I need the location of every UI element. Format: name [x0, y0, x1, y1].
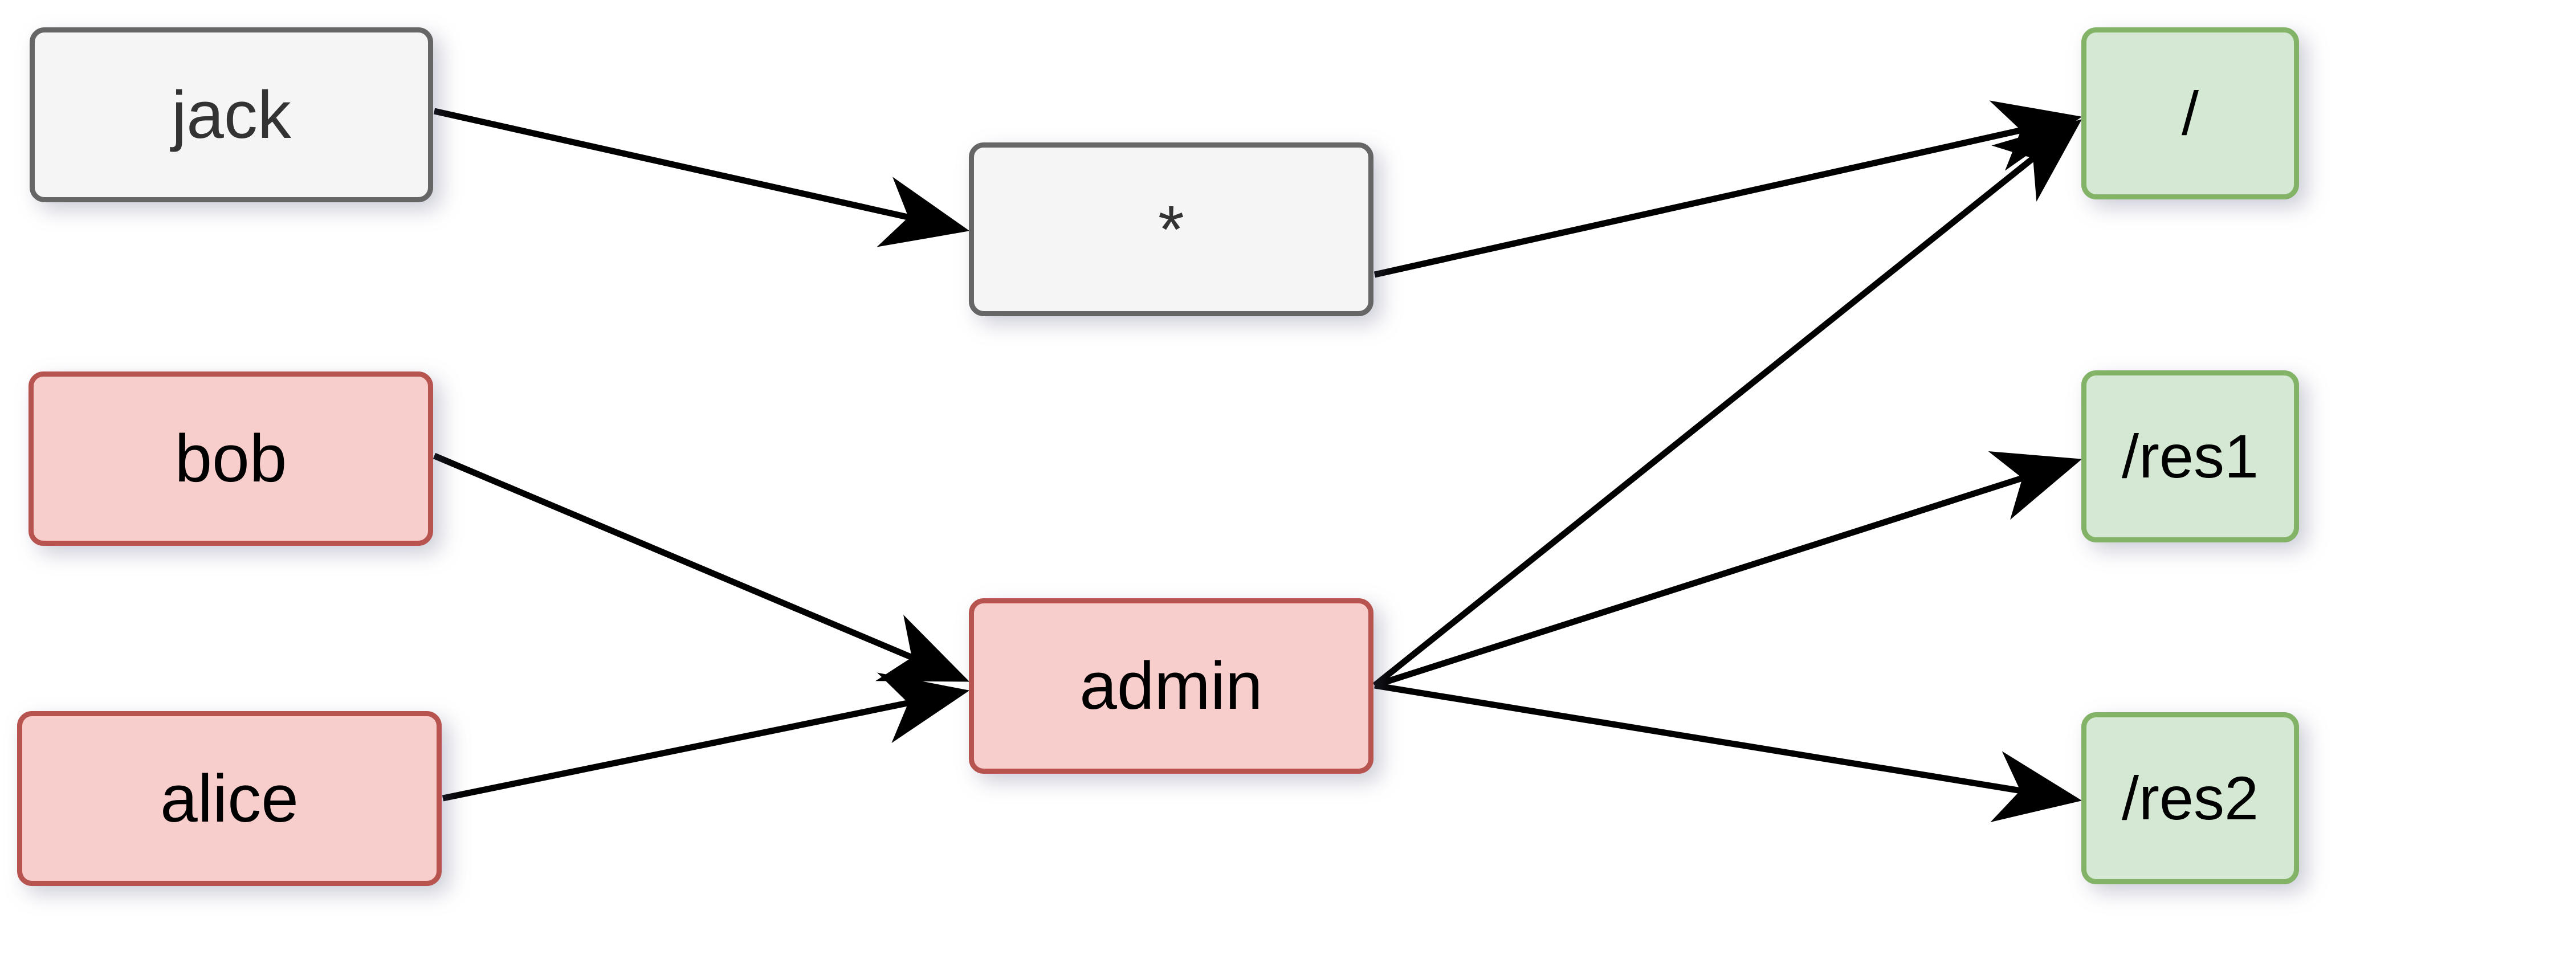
- node-label-wildcard: *: [1158, 191, 1184, 267]
- edge-line-alice-to-admin: [442, 700, 910, 802]
- edge-jack-to-wildcard: [433, 108, 970, 247]
- node-alice[interactable]: alice: [17, 711, 442, 886]
- arrow-head-icon-admin-to-res1: [1988, 451, 2082, 520]
- node-jack[interactable]: jack: [30, 27, 433, 202]
- node-wildcard[interactable]: *: [969, 142, 1373, 316]
- node-label-admin: admin: [1079, 648, 1263, 724]
- node-res2[interactable]: /res2: [2081, 712, 2299, 884]
- edge-admin-to-res1: [1373, 451, 2082, 689]
- arrow-head-icon-jack-to-wildcard: [877, 177, 970, 247]
- edge-line-wildcard-to-root: [1373, 127, 2022, 278]
- edge-line-admin-to-root: [1372, 156, 2036, 688]
- node-label-res1: /res1: [2121, 422, 2259, 491]
- arrow-head-icon-admin-to-res2: [1990, 751, 2082, 822]
- arrow-head-icon-bob-to-admin: [875, 615, 970, 682]
- edge-wildcard-to-root: [1373, 100, 2082, 278]
- node-label-res2: /res2: [2121, 763, 2259, 832]
- arrow-head-icon-wildcard-to-root: [1989, 100, 2082, 171]
- node-label-bob: bob: [174, 421, 287, 496]
- edge-line-admin-to-res2: [1374, 682, 2021, 794]
- node-label-jack: jack: [172, 77, 291, 153]
- edge-bob-to-admin: [433, 452, 970, 682]
- edge-admin-to-root: [1372, 119, 2082, 688]
- edge-alice-to-admin: [442, 672, 970, 802]
- node-admin[interactable]: admin: [969, 598, 1373, 774]
- edge-line-bob-to-admin: [433, 452, 914, 661]
- node-label-root: /: [2181, 79, 2199, 148]
- arrow-head-icon-alice-to-admin: [877, 672, 970, 744]
- edge-line-admin-to-res1: [1373, 475, 2024, 689]
- node-label-alice: alice: [160, 761, 299, 836]
- node-bob[interactable]: bob: [28, 371, 433, 546]
- node-root[interactable]: /: [2081, 27, 2299, 199]
- node-res1[interactable]: /res1: [2081, 370, 2299, 542]
- edge-line-jack-to-wildcard: [433, 108, 910, 220]
- arrow-head-icon-admin-to-root: [1991, 119, 2082, 202]
- edge-admin-to-res2: [1374, 682, 2082, 822]
